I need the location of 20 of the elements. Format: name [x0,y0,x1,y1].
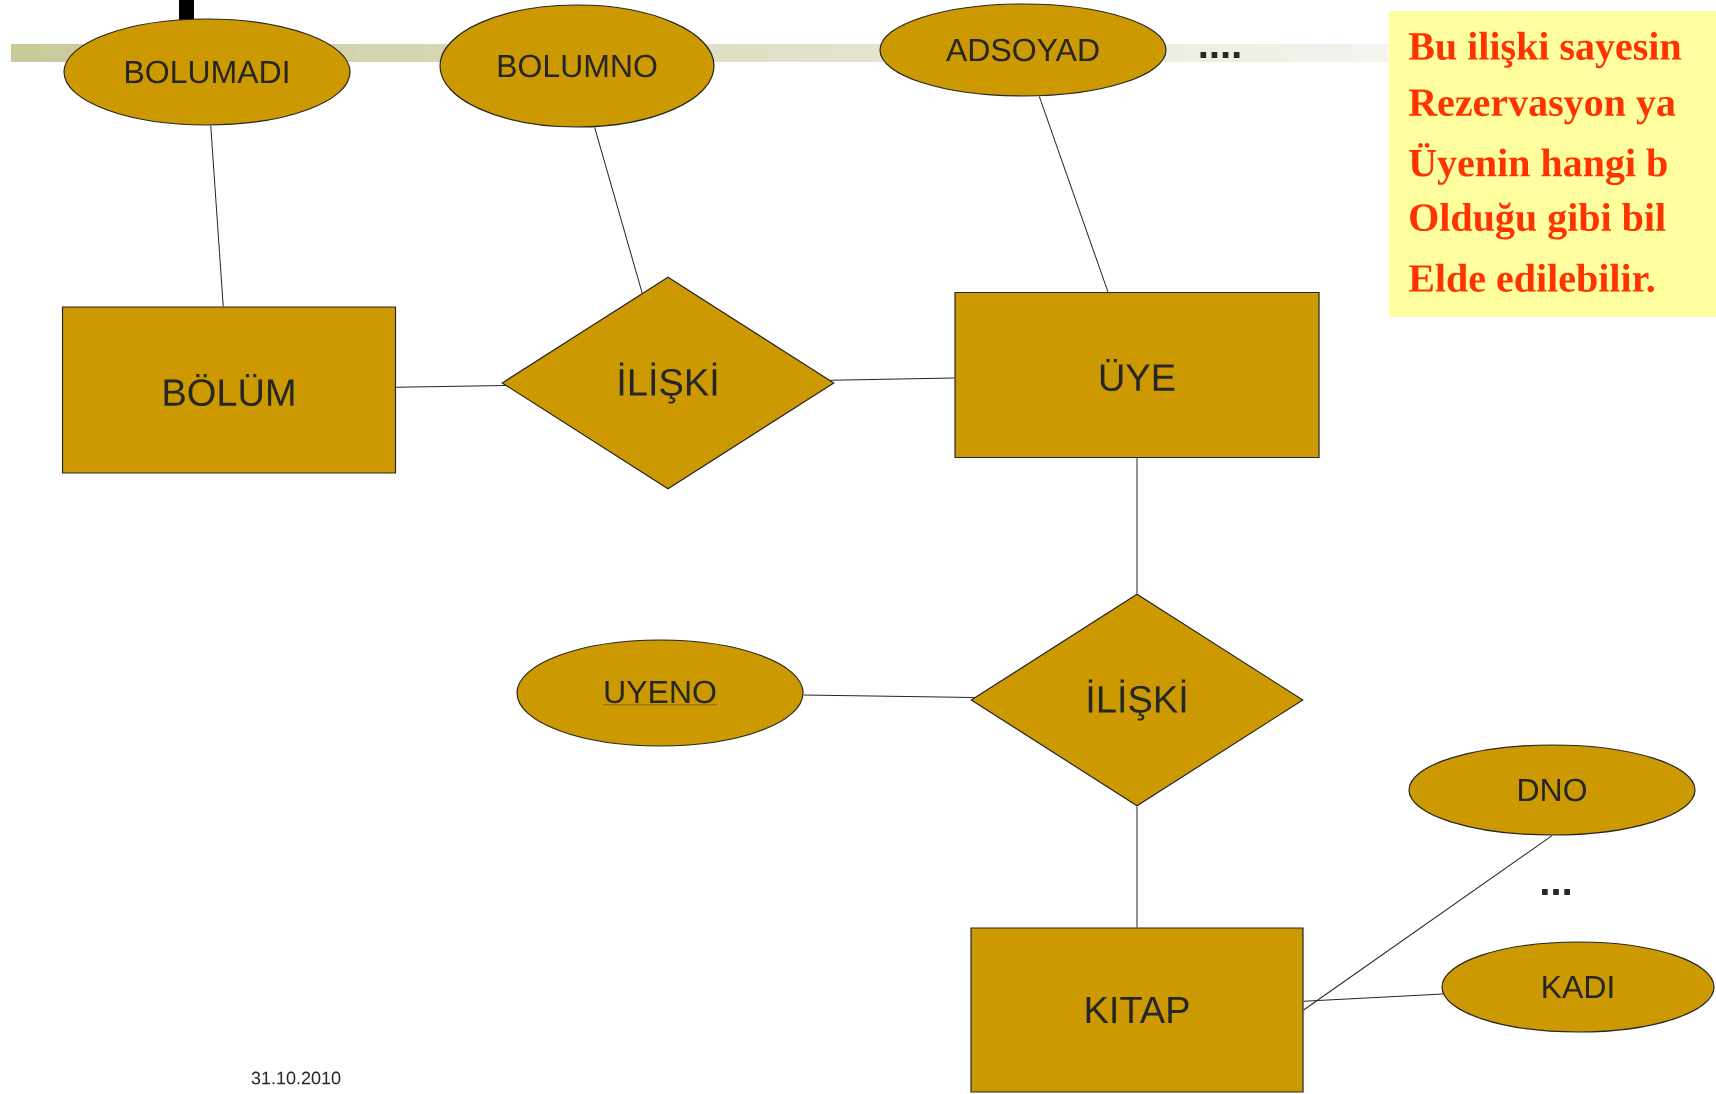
note-text: Olduğu gibi bil [1410,202,1666,240]
note-text: Bu ilişki sayesin [1408,31,1682,69]
connector-line [1136,457,1138,594]
entity-box: KITAP [970,927,1304,1093]
connector-line [829,377,955,381]
ellipsis: ... [1542,889,1570,895]
connector-line [1136,806,1138,928]
connector-line [803,694,975,699]
entity-box: ÜYE [954,291,1320,459]
connector-line [210,125,224,307]
date-text: 31.10.2010 [251,1071,341,1085]
note-text: Elde edilebilir. [1408,263,1654,293]
note-text: Üyenin hangi b [1409,142,1667,186]
connector-line [1303,835,1553,1011]
note-text: Rezervasyon ya [1408,89,1676,125]
connector-line [395,385,506,388]
connector-line [594,126,643,294]
connector-line [1303,993,1444,1002]
entity-box: BÖLÜM [61,306,397,474]
connector-line [1038,95,1109,293]
